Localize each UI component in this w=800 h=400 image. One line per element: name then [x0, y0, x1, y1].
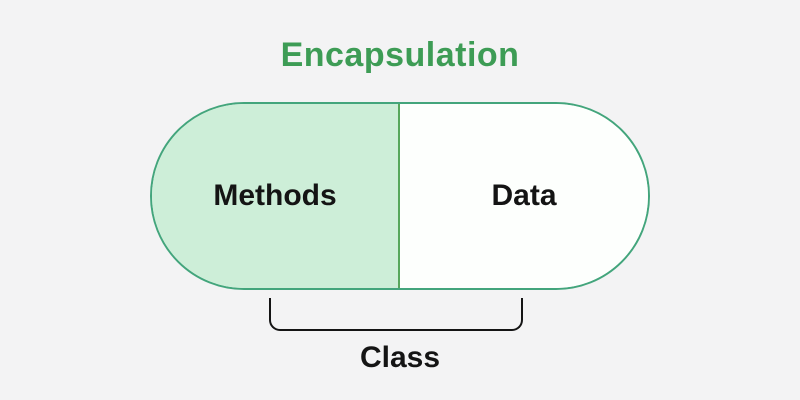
methods-label: Methods	[213, 179, 337, 212]
capsule-left-methods-section: Methods	[152, 104, 400, 288]
class-bracket	[269, 298, 523, 331]
class-label: Class	[359, 341, 441, 374]
diagram-title: Encapsulation	[280, 36, 520, 74]
capsule-shape: Methods Data	[150, 102, 650, 290]
data-label: Data	[491, 179, 557, 212]
capsule-right-data-section: Data	[400, 104, 648, 288]
